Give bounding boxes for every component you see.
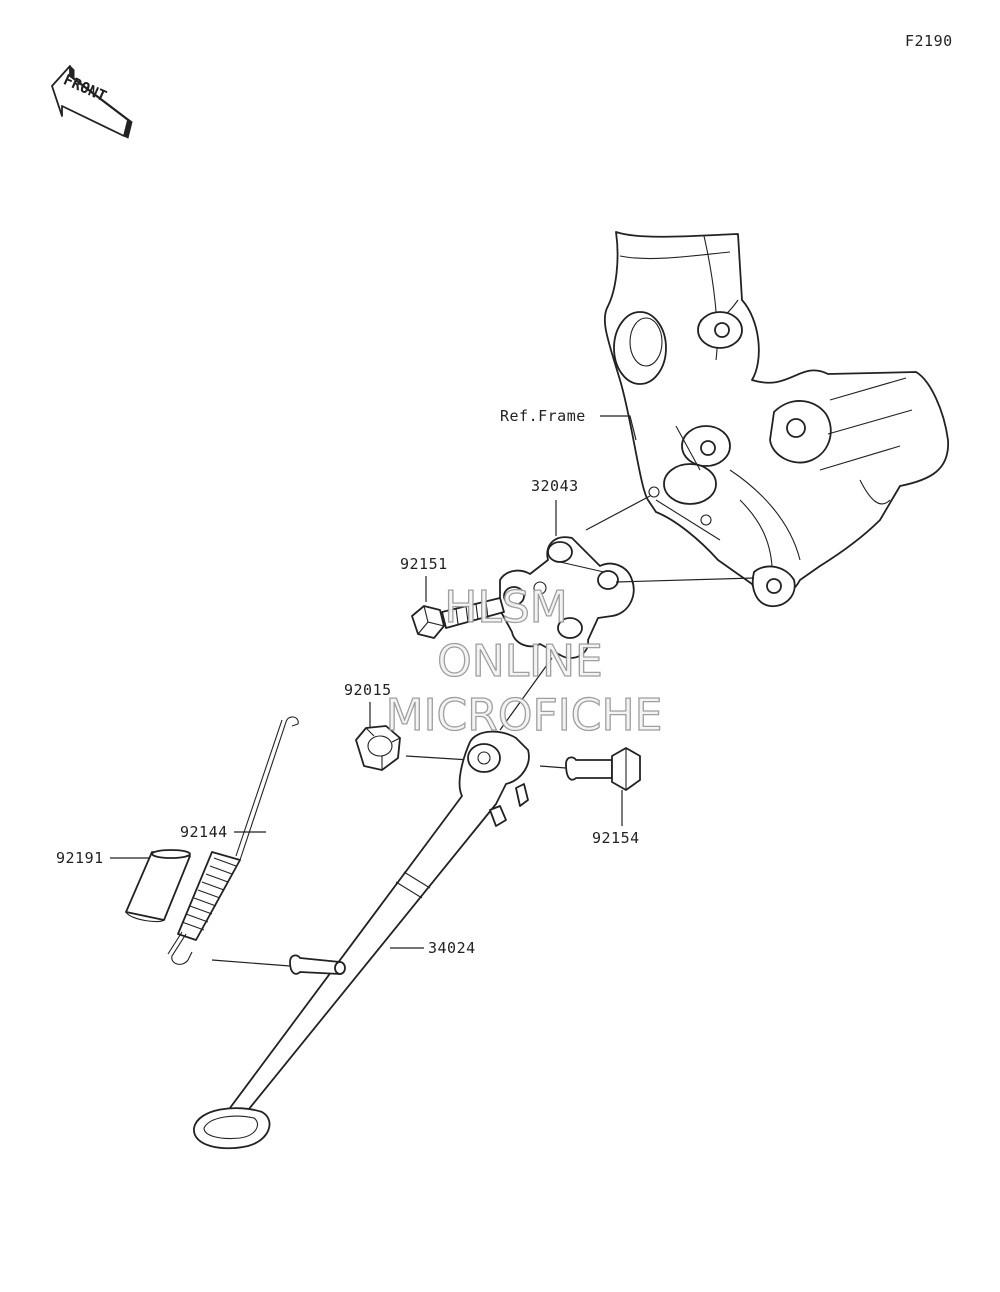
watermark: HLSM ONLINE MICROFICHE (385, 581, 663, 741)
part-label-32043: 32043 (531, 477, 579, 495)
leader-92154-axis (539, 765, 567, 769)
figure-code: F2190 (905, 32, 953, 50)
cover-92191[interactable] (125, 849, 191, 923)
watermark-line-2: ONLINE (437, 636, 603, 687)
pivot-bolt-92154[interactable] (565, 747, 641, 791)
ref-frame-leader (600, 415, 637, 441)
part-label-92154: 92154 (592, 829, 640, 847)
watermark-line-3: MICROFICHE (386, 690, 663, 741)
watermark-line-1: HLSM (444, 582, 568, 633)
part-label-92151: 92151 (400, 555, 448, 573)
leader-pin (211, 959, 291, 967)
ref-frame-label: Ref.Frame (500, 407, 586, 425)
frame-drawing (603, 231, 949, 608)
leader-92015-axis (405, 755, 471, 761)
bolt-92151[interactable] (411, 597, 505, 639)
nut-92015[interactable] (355, 725, 401, 771)
leader-stand-to-bracket (499, 657, 553, 731)
spring-pin[interactable] (289, 954, 346, 975)
leader-32043-to-frame (585, 495, 651, 531)
spring-92144[interactable] (167, 716, 299, 965)
front-arrow-icon: FRONT (51, 64, 133, 139)
part-label-34024: 34024 (428, 939, 476, 957)
part-label-92144: 92144 (180, 823, 228, 841)
leader-bracket-to-frame (615, 577, 755, 583)
side-stand-34024[interactable] (193, 730, 530, 1150)
part-label-92191: 92191 (56, 849, 104, 867)
part-label-92015: 92015 (344, 681, 392, 699)
bracket-32043[interactable] (499, 536, 635, 659)
